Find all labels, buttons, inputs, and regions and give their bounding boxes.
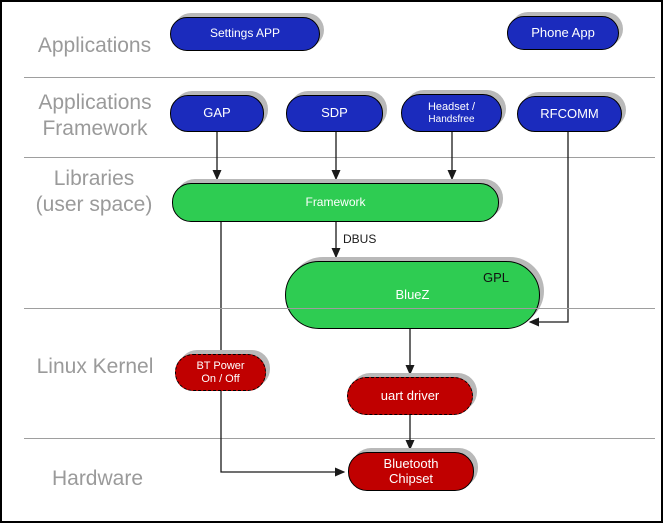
node-uart-driver: uart driver xyxy=(347,377,473,415)
node-phone-app: Phone App xyxy=(507,16,619,50)
node-headset-handsfree: Headset / Handsfree xyxy=(401,94,502,132)
node-gap: GAP xyxy=(170,95,264,132)
divider-applications-framework xyxy=(24,157,655,158)
node-sdp: SDP xyxy=(286,95,383,132)
node-bluetooth-chipset: Bluetooth Chipset xyxy=(348,452,474,491)
divider-libraries xyxy=(24,308,655,309)
divider-linux-kernel xyxy=(24,438,655,439)
node-bt-power: BT Power On / Off xyxy=(175,354,266,391)
layer-label-hardware: Hardware xyxy=(51,467,144,490)
divider-applications xyxy=(24,77,655,78)
node-rfcomm: RFCOMM xyxy=(517,96,622,132)
node-bluez: BlueZ GPL xyxy=(285,261,540,329)
gpl-badge: GPL xyxy=(482,270,509,285)
dbus-edge-label: DBUS xyxy=(343,232,377,246)
layer-label-linux-kernel: Linux Kernel xyxy=(36,355,154,378)
node-framework: Framework xyxy=(172,183,499,222)
layer-label-libraries-user-space: Libraries (user space) xyxy=(35,167,153,216)
layer-label-applications-framework: Applications Framework xyxy=(38,91,152,140)
node-settings-app: Settings APP xyxy=(170,17,320,51)
layer-label-applications: Applications xyxy=(37,34,152,57)
arrow-framework-to-chipset xyxy=(220,222,346,477)
